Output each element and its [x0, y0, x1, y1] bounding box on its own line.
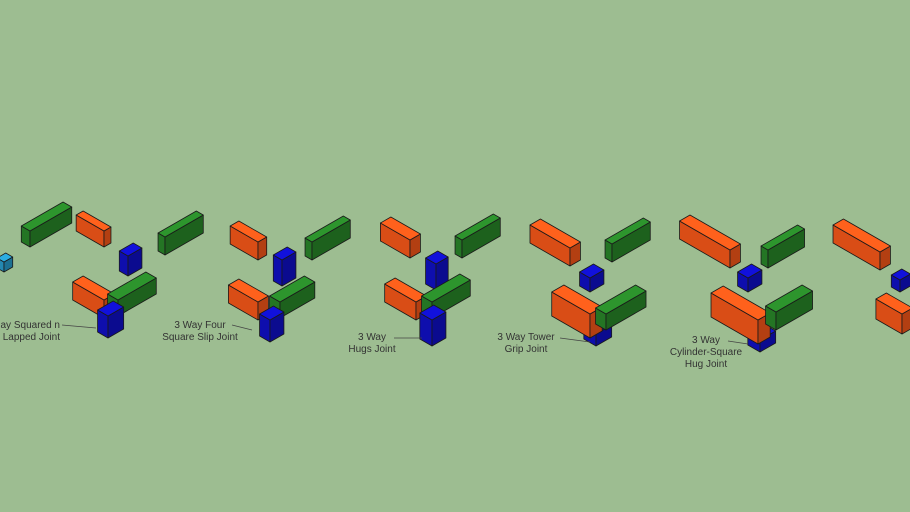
label-hugs-joint: 3 Way Hugs Joint: [332, 332, 412, 356]
blue-post-exploded: [890, 268, 910, 293]
green-arm-assembled: [595, 284, 647, 331]
block-top-face: [20, 201, 73, 232]
label-four-square-slip-joint: 3 Way Four Square Slip Joint: [150, 320, 250, 344]
block-top-face: [425, 250, 449, 265]
block-top-face: [380, 216, 421, 241]
block-top-face: [118, 242, 143, 257]
label-tower-grip-joint: 3 Way Tower Grip Joint: [486, 332, 566, 356]
green-arm-exploded: [304, 215, 351, 261]
label-line: Grip Joint: [504, 344, 548, 355]
block-top-face: [595, 284, 647, 315]
label-line: 3 Way Tower: [497, 332, 555, 343]
block-top-face: [272, 246, 297, 261]
label-line: Square Slip Joint: [162, 332, 238, 343]
block-right-face: [901, 308, 910, 335]
block-top-face: [604, 217, 651, 245]
orange-arm-exploded: [832, 218, 891, 271]
orange-arm-exploded: [529, 218, 581, 267]
block-top-face: [832, 218, 891, 253]
block-top-face: [760, 224, 805, 251]
block-top-face: [765, 284, 813, 313]
blue-post-assembled: [419, 304, 447, 347]
cyan-piece: [0, 252, 14, 273]
label-leaders: [61, 324, 749, 345]
block-top-face: [737, 263, 763, 279]
label-line: 3 Way: [692, 335, 720, 346]
block-top-face: [679, 214, 741, 251]
green-arm-assembled: [765, 284, 813, 331]
orange-arm-exploded: [380, 216, 421, 259]
orange-arm-exploded: [75, 210, 112, 248]
block-top-face: [529, 218, 581, 249]
green-arm-exploded: [157, 210, 204, 256]
block-top-face: [421, 273, 471, 303]
block-top-face: [107, 271, 157, 301]
green-arm-exploded: [20, 201, 73, 248]
leader-line: [231, 324, 253, 331]
green-arm-exploded: [604, 217, 651, 263]
label-line: Lapped Joint: [2, 332, 60, 343]
blue-post-assembled: [259, 305, 285, 343]
block-top-face: [890, 268, 910, 281]
block-top-face: [304, 215, 351, 243]
block-top-face: [454, 213, 501, 241]
block-top-face: [875, 292, 910, 315]
label-line: 3 Way Four: [174, 320, 226, 331]
label-line: Hugs Joint: [348, 344, 396, 355]
leader-line: [559, 337, 591, 343]
blue-post-exploded: [425, 250, 449, 291]
block-top-face: [228, 278, 269, 303]
green-arm-exploded: [760, 224, 805, 269]
blue-post-assembled: [97, 300, 125, 339]
block-top-face: [157, 210, 204, 238]
blue-post-exploded: [579, 263, 605, 293]
blue-post-exploded: [272, 246, 297, 287]
block-top-face: [97, 300, 125, 317]
leader-line: [727, 340, 749, 345]
block-top-face: [259, 305, 285, 321]
block-top-face: [419, 304, 447, 321]
green-arm-exploded: [454, 213, 501, 259]
block-top-face: [0, 252, 14, 263]
joint-models: [0, 201, 910, 353]
orange-arm-exploded: [229, 220, 268, 261]
block-top-face: [579, 263, 605, 279]
label-line: 3 Way: [358, 332, 386, 343]
label-squared-lapped-joint: ay Squared n Lapped Joint: [0, 320, 61, 344]
leader-line: [61, 324, 97, 329]
label-line: Cylinder-Square: [669, 347, 743, 358]
label-line: Hug Joint: [684, 359, 728, 370]
orange-arm-assembled: [551, 284, 603, 339]
orange-arm-assembled: [228, 278, 269, 321]
blue-post-exploded: [118, 242, 143, 277]
block-top-face: [75, 210, 112, 232]
block-top-face: [229, 220, 268, 243]
orange-arm-assembled: [875, 292, 910, 335]
orange-arm-exploded: [679, 214, 741, 269]
label-cylinder-square-hug-joint: 3 Way Cylinder-Square Hug Joint: [646, 335, 766, 371]
blue-post-exploded: [737, 263, 763, 293]
label-line: ay Squared n: [0, 320, 61, 331]
block-top-face: [269, 275, 316, 303]
